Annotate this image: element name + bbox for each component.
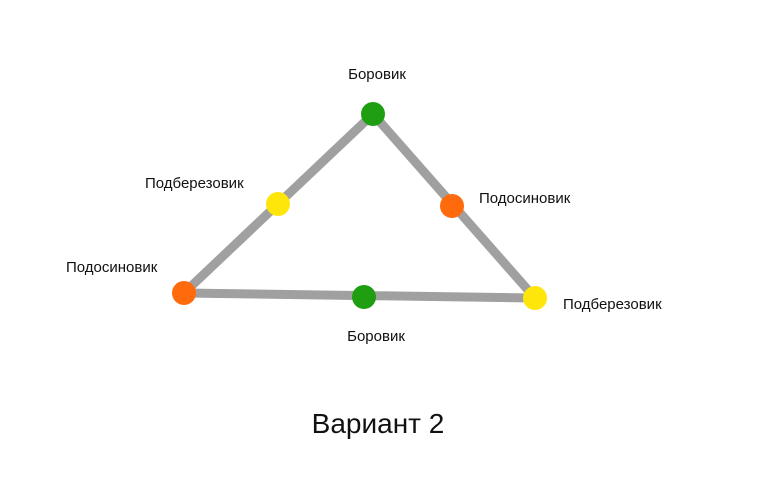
node-bottom-right-podberezovik [523, 286, 547, 310]
node-bottom-mid-borovik [352, 285, 376, 309]
label-bottom-right-podberezovik: Подберезовик [563, 296, 662, 313]
label-left-mid-podberezovik: Подберезовик [145, 175, 244, 192]
label-top-borovik: Боровик [348, 66, 406, 83]
label-right-mid-podosinovik: Подосиновик [479, 190, 571, 207]
node-top-borovik [361, 102, 385, 126]
label-bottom-mid-borovik: Боровик [347, 328, 405, 345]
node-right-mid-podosinovik [440, 194, 464, 218]
variant-caption: Вариант 2 [312, 408, 445, 439]
node-left-mid-podberezovik [266, 192, 290, 216]
label-bottom-left-podosinovik: Подосиновик [66, 259, 158, 276]
node-bottom-left-podosinovik [172, 281, 196, 305]
